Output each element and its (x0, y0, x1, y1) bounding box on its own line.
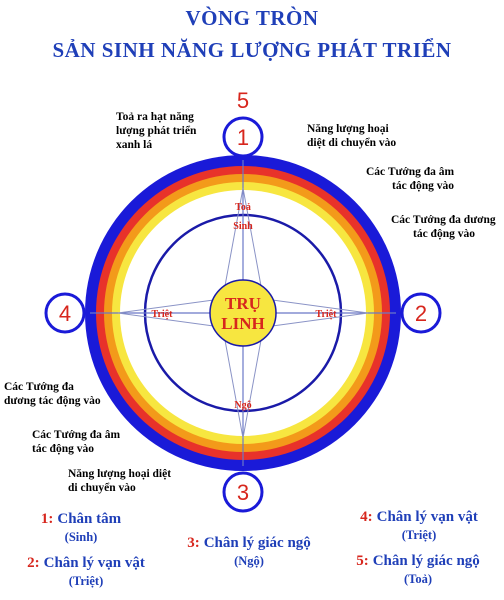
legend-item-1: 1: Chân tâm (Sinh) (40, 511, 122, 544)
legend-item-2: 2: Chân lý vạn vật (Triệt) (27, 555, 145, 588)
title-line-2: SẢN SINH NĂNG LƯỢNG PHÁT TRIỂN (52, 38, 452, 62)
position-number-3: 3 (237, 480, 249, 505)
inner-label-triet-left: Triệt (152, 309, 174, 320)
cross-lines (90, 160, 396, 466)
position-circle-right (400, 292, 442, 334)
legend-item-4: 4: Chân lý vạn vật (Triệt) (360, 509, 478, 542)
position-number-5: 5 (237, 88, 249, 113)
position-circle-left (44, 292, 86, 334)
position-number-2: 2 (415, 301, 427, 326)
center-label-line-1: TRỤ (225, 294, 261, 313)
rhombus-lines (117, 187, 369, 439)
position-circle-top (222, 116, 264, 158)
legend-item-5: 5: Chân lý giác ngộ (Toả) (356, 553, 480, 586)
position-number-4: 4 (59, 301, 71, 326)
inner-label-triet-right: Triệt (316, 309, 338, 320)
inner-label-ngo: Ngộ (234, 400, 251, 411)
inner-label-toa: Toả (235, 202, 251, 213)
center-circle (209, 279, 277, 347)
title-line-1: VÒNG TRÒN (185, 6, 319, 30)
center-label-line-2: LINH (221, 314, 264, 333)
inner-label-sinh: Sinh (233, 221, 253, 232)
position-number-1: 1 (237, 125, 249, 150)
legend-item-3: 3: Chân lý giác ngộ (Ngộ) (187, 535, 311, 568)
position-circle-bottom (222, 471, 264, 513)
